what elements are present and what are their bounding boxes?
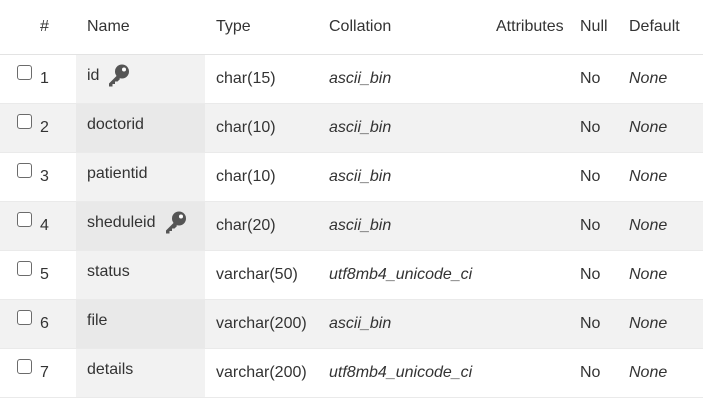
header-attributes: Attributes xyxy=(487,0,572,55)
row-checkbox[interactable] xyxy=(17,211,32,227)
row-checkbox-cell[interactable] xyxy=(0,152,40,202)
column-attributes xyxy=(487,103,572,153)
header-null: Null xyxy=(572,0,622,55)
row-number: 2 xyxy=(40,103,76,153)
column-null: No xyxy=(572,103,622,153)
column-default: None xyxy=(622,201,703,251)
column-null: No xyxy=(572,54,622,104)
column-name[interactable]: sheduleid xyxy=(87,213,156,231)
row-checkbox[interactable] xyxy=(17,64,32,80)
column-attributes xyxy=(487,54,572,104)
row-checkbox-cell[interactable] xyxy=(0,54,40,104)
row-checkbox[interactable] xyxy=(17,113,32,129)
row-checkbox-cell[interactable] xyxy=(0,201,40,251)
table-row: 4 sheduleid char(20) ascii_bin No None xyxy=(0,201,703,251)
table-header-row: # Name Type Collation Attributes Null De… xyxy=(0,0,703,55)
column-null: No xyxy=(572,152,622,202)
column-type: varchar(50) xyxy=(205,250,320,300)
column-default: None xyxy=(622,103,703,153)
column-collation: ascii_bin xyxy=(320,103,487,153)
row-checkbox-cell[interactable] xyxy=(0,348,40,398)
column-name[interactable]: details xyxy=(87,360,134,378)
table-row: 5 status varchar(50) utf8mb4_unicode_ci … xyxy=(0,250,703,300)
row-checkbox[interactable] xyxy=(17,358,32,374)
column-collation: ascii_bin xyxy=(320,299,487,349)
row-number: 4 xyxy=(40,201,76,251)
column-type: char(15) xyxy=(205,54,320,104)
row-checkbox[interactable] xyxy=(17,260,32,276)
column-type: char(10) xyxy=(205,152,320,202)
column-collation: utf8mb4_unicode_ci xyxy=(320,250,487,300)
column-type: varchar(200) xyxy=(205,299,320,349)
column-null: No xyxy=(572,201,622,251)
row-number: 1 xyxy=(40,54,76,104)
row-number: 5 xyxy=(40,250,76,300)
column-type: varchar(200) xyxy=(205,348,320,398)
column-name-cell[interactable]: id xyxy=(76,54,205,104)
column-attributes xyxy=(487,299,572,349)
column-default: None xyxy=(622,299,703,349)
row-number: 3 xyxy=(40,152,76,202)
header-check xyxy=(0,0,40,55)
column-name[interactable]: patientid xyxy=(87,164,148,182)
row-checkbox-cell[interactable] xyxy=(0,299,40,349)
table-row: 1 id char(15) ascii_bin No None xyxy=(0,54,703,104)
column-name[interactable]: status xyxy=(87,262,130,280)
column-default: None xyxy=(622,54,703,104)
column-default: None xyxy=(622,348,703,398)
header-num: # xyxy=(40,0,76,55)
row-number: 7 xyxy=(40,348,76,398)
column-collation: ascii_bin xyxy=(320,201,487,251)
column-name-cell[interactable]: patientid xyxy=(76,152,205,202)
table-row: 3 patientid char(10) ascii_bin No None xyxy=(0,152,703,202)
column-collation: ascii_bin xyxy=(320,54,487,104)
table-row: 2 doctorid char(10) ascii_bin No None xyxy=(0,103,703,153)
column-name-cell[interactable]: doctorid xyxy=(76,103,205,153)
column-null: No xyxy=(572,250,622,300)
row-checkbox-cell[interactable] xyxy=(0,103,40,153)
column-name[interactable]: doctorid xyxy=(87,115,144,133)
key-icon xyxy=(105,63,131,89)
table-body: 1 id char(15) ascii_bin No None 2 doctor… xyxy=(0,54,703,398)
column-null: No xyxy=(572,348,622,398)
table-row: 7 details varchar(200) utf8mb4_unicode_c… xyxy=(0,348,703,398)
column-name[interactable]: file xyxy=(87,311,108,329)
row-checkbox[interactable] xyxy=(17,162,32,178)
column-null: No xyxy=(572,299,622,349)
column-attributes xyxy=(487,152,572,202)
column-attributes xyxy=(487,348,572,398)
row-number: 6 xyxy=(40,299,76,349)
header-default: Default xyxy=(622,0,703,55)
column-name[interactable]: id xyxy=(87,66,100,84)
column-name-cell[interactable]: details xyxy=(76,348,205,398)
column-name-cell[interactable]: sheduleid xyxy=(76,201,205,251)
table-row: 6 file varchar(200) ascii_bin No None xyxy=(0,299,703,349)
column-attributes xyxy=(487,250,572,300)
column-attributes xyxy=(487,201,572,251)
column-name-cell[interactable]: file xyxy=(76,299,205,349)
column-type: char(10) xyxy=(205,103,320,153)
header-name[interactable]: Name xyxy=(76,0,205,55)
key-icon xyxy=(162,210,188,236)
column-default: None xyxy=(622,250,703,300)
column-default: None xyxy=(622,152,703,202)
row-checkbox-cell[interactable] xyxy=(0,250,40,300)
column-collation: ascii_bin xyxy=(320,152,487,202)
header-collation: Collation xyxy=(320,0,487,55)
column-type: char(20) xyxy=(205,201,320,251)
column-name-cell[interactable]: status xyxy=(76,250,205,300)
header-type: Type xyxy=(205,0,320,55)
column-collation: utf8mb4_unicode_ci xyxy=(320,348,487,398)
row-checkbox[interactable] xyxy=(17,309,32,325)
